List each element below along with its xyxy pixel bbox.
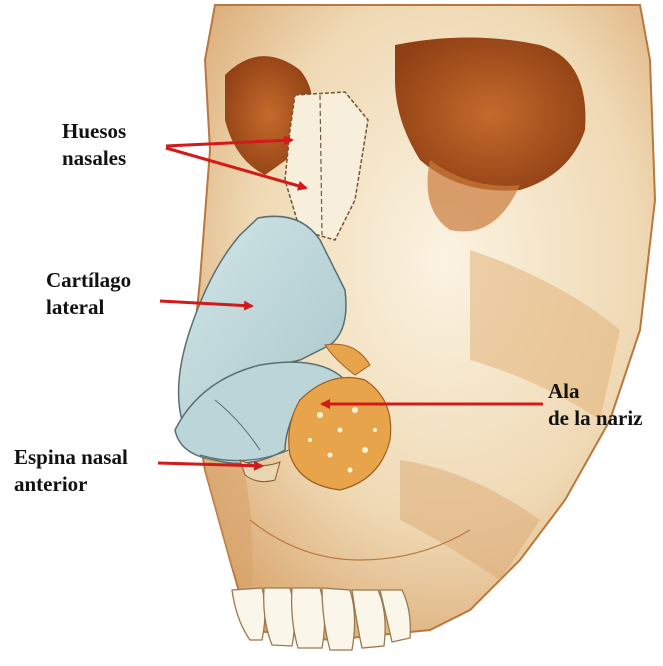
- label-anterior-nasal-spine-line2: anterior: [14, 471, 128, 498]
- label-nasal-bones-line1: Huesos: [62, 118, 126, 145]
- label-ala-line1: Ala: [548, 378, 643, 405]
- label-ala: Ala de la nariz: [548, 378, 643, 432]
- label-anterior-nasal-spine-line1: Espina nasal: [14, 444, 128, 471]
- teeth: [232, 588, 410, 650]
- label-anterior-nasal-spine: Espina nasal anterior: [14, 444, 128, 498]
- label-ala-line2: de la nariz: [548, 405, 643, 432]
- label-lateral-cartilage: Cartílago lateral: [46, 267, 131, 321]
- label-lateral-cartilage-line2: lateral: [46, 294, 131, 321]
- label-nasal-bones: Huesos nasales: [62, 118, 126, 172]
- label-nasal-bones-line2: nasales: [62, 145, 126, 172]
- label-lateral-cartilage-line1: Cartílago: [46, 267, 131, 294]
